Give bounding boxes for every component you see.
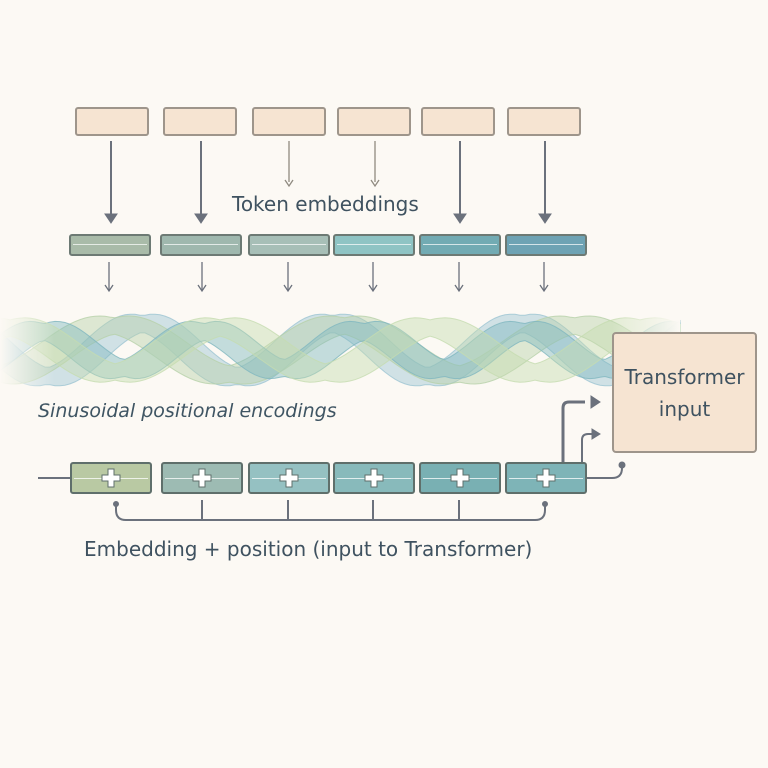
token-embedding bbox=[505, 234, 587, 256]
arrow-head bbox=[591, 428, 601, 440]
arrow-head bbox=[194, 213, 208, 224]
token-embedding bbox=[69, 234, 151, 256]
plus-icon bbox=[101, 468, 121, 488]
plus-icon bbox=[536, 468, 556, 488]
arrow-head bbox=[590, 395, 601, 409]
sum-box bbox=[161, 462, 243, 494]
sum-box bbox=[505, 462, 587, 494]
token-embedding bbox=[419, 234, 501, 256]
sum-box bbox=[419, 462, 501, 494]
connector-upper bbox=[561, 400, 585, 462]
token-embedding bbox=[333, 234, 415, 256]
arrow-head bbox=[538, 213, 552, 224]
arrow-head bbox=[284, 179, 294, 188]
transformer-input-box: Transformer input bbox=[612, 332, 757, 453]
plus-icon bbox=[364, 468, 384, 488]
token-embeddings-label: Token embeddings bbox=[232, 192, 419, 216]
transformer-title: Transformer bbox=[624, 364, 745, 389]
plus-icon bbox=[450, 468, 470, 488]
output-line bbox=[584, 467, 623, 479]
token-embedding bbox=[160, 234, 242, 256]
token-box bbox=[507, 107, 581, 136]
arrow-head bbox=[453, 213, 467, 224]
token-box bbox=[252, 107, 326, 136]
sum-box bbox=[248, 462, 330, 494]
connector-lower bbox=[581, 433, 592, 462]
plus-icon bbox=[279, 468, 299, 488]
plus-icon bbox=[192, 468, 212, 488]
positional-encodings-label: Sinusoidal positional encodings bbox=[38, 400, 337, 422]
token-box bbox=[75, 107, 149, 136]
sum-box bbox=[333, 462, 415, 494]
token-box bbox=[163, 107, 237, 136]
sum-box bbox=[70, 462, 152, 494]
sum-label: Embedding + position (input to Transform… bbox=[84, 537, 533, 561]
token-box bbox=[421, 107, 495, 136]
token-box bbox=[337, 107, 411, 136]
token-embedding bbox=[248, 234, 330, 256]
sum-bracket bbox=[115, 506, 546, 521]
transformer-subtitle: input bbox=[658, 396, 711, 421]
connector-dot bbox=[618, 461, 626, 469]
arrow-head bbox=[104, 213, 118, 224]
arrow-head bbox=[370, 179, 380, 188]
